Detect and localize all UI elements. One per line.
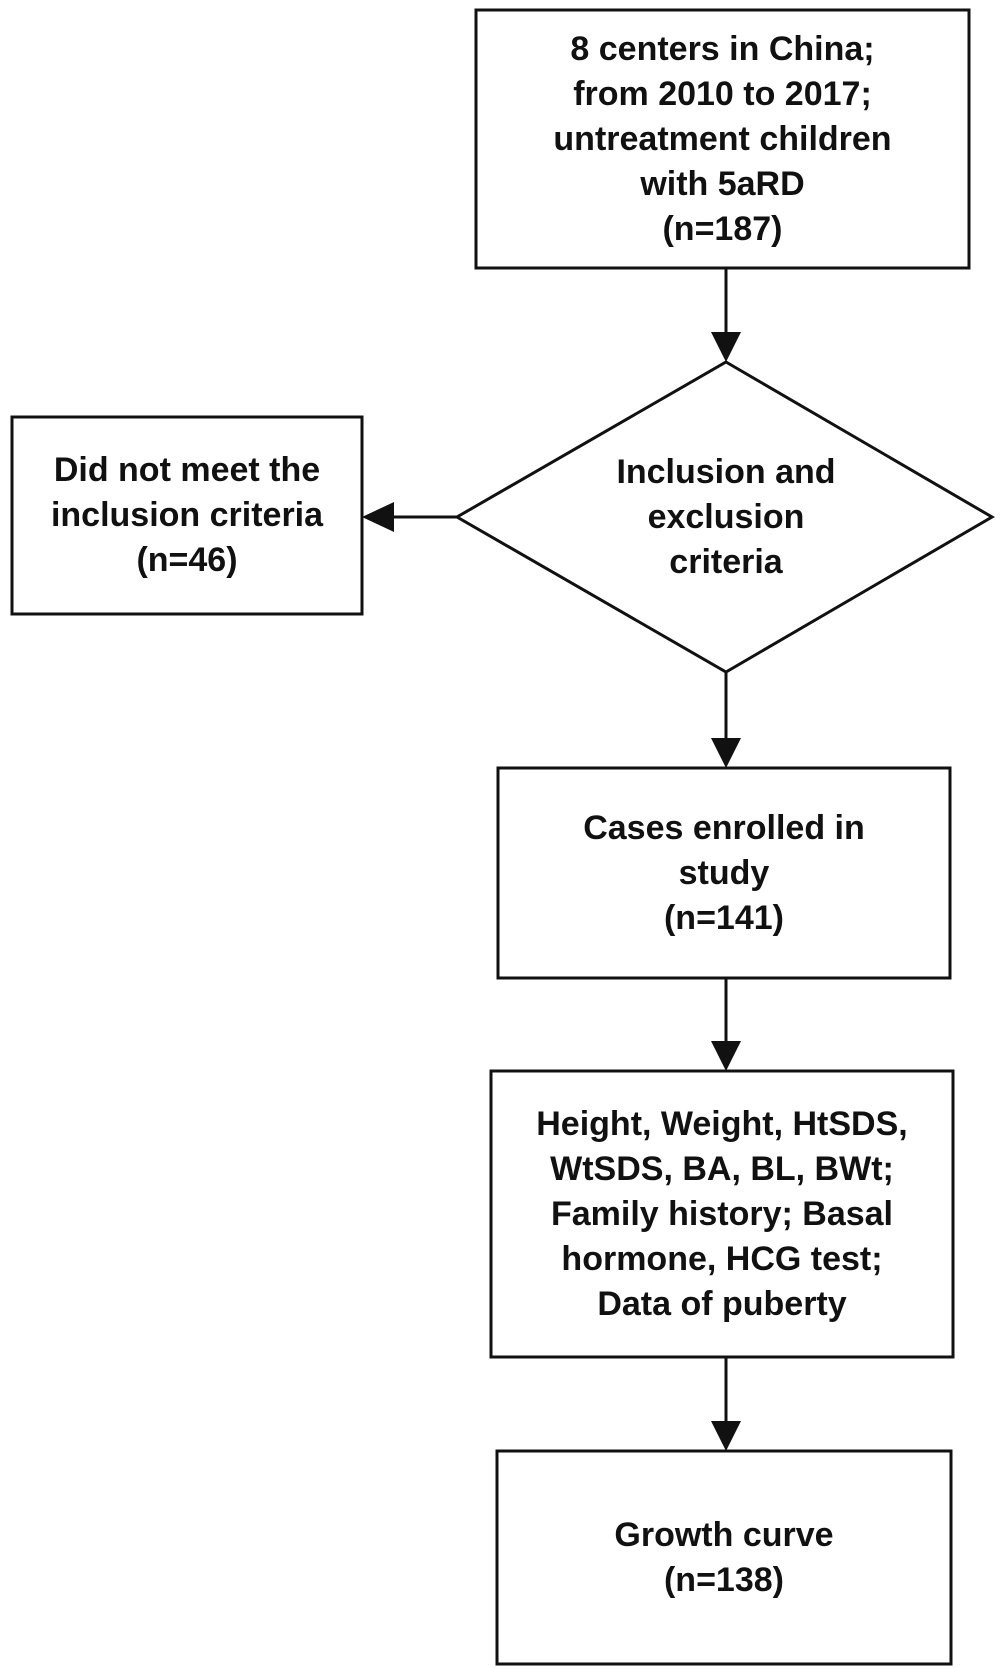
start-line: from 2010 to 2017; (573, 74, 872, 113)
measures-node-text: Height, Weight, HtSDS, WtSDS, BA, BL, BW… (491, 1071, 953, 1357)
excluded-line: Did not meet the (53, 451, 321, 489)
start-box (474, 8, 971, 270)
measures-line: WtSDS, BA, BL, BWt; (550, 1149, 894, 1188)
arrow-decision-to-excluded (362, 502, 457, 532)
arrow-enrolled-to-measures (711, 978, 741, 1071)
growth-count: (n=138) (663, 1560, 784, 1599)
measures-line: Family history; Basal (550, 1194, 893, 1233)
decision-line: Inclusion and (616, 452, 836, 491)
excluded-count: (n=46) (136, 541, 238, 579)
start-count: (n=187) (662, 209, 783, 248)
excluded-line: inclusion criteria (50, 496, 324, 534)
decision-node-text: Inclusion and exclusion criteria (560, 430, 892, 604)
enrolled-count: (n=141) (663, 898, 784, 937)
growth-box (495, 1449, 953, 1666)
start-node-text: 8 centers in China; from 2010 to 2017; u… (476, 10, 969, 268)
start-line: with 5aRD (640, 164, 805, 203)
enrolled-box (496, 766, 952, 980)
enrolled-line: study (678, 853, 770, 892)
measures-line: hormone, HCG test; (561, 1239, 883, 1278)
arrow-measures-to-growth (711, 1357, 741, 1451)
growth-line: Growth curve (614, 1515, 834, 1554)
measures-line: Height, Weight, HtSDS, (536, 1104, 908, 1143)
enrolled-node-text: Cases enrolled in study (n=141) (498, 768, 950, 978)
measures-box (489, 1069, 955, 1359)
growth-node-text: Growth curve (n=138) (497, 1451, 951, 1664)
enrolled-line: Cases enrolled in (583, 808, 865, 847)
start-line: 8 centers in China; (570, 29, 875, 68)
arrow-start-to-decision (711, 268, 741, 362)
excluded-node-text: Did not meet the inclusion criteria (n=4… (12, 417, 362, 614)
decision-line: criteria (669, 542, 783, 581)
start-line: untreatment children (553, 119, 892, 158)
arrow-decision-to-enrolled (711, 672, 741, 768)
excluded-box (10, 415, 364, 616)
measures-line: Data of puberty (597, 1284, 847, 1323)
decision-line: exclusion (647, 497, 805, 536)
